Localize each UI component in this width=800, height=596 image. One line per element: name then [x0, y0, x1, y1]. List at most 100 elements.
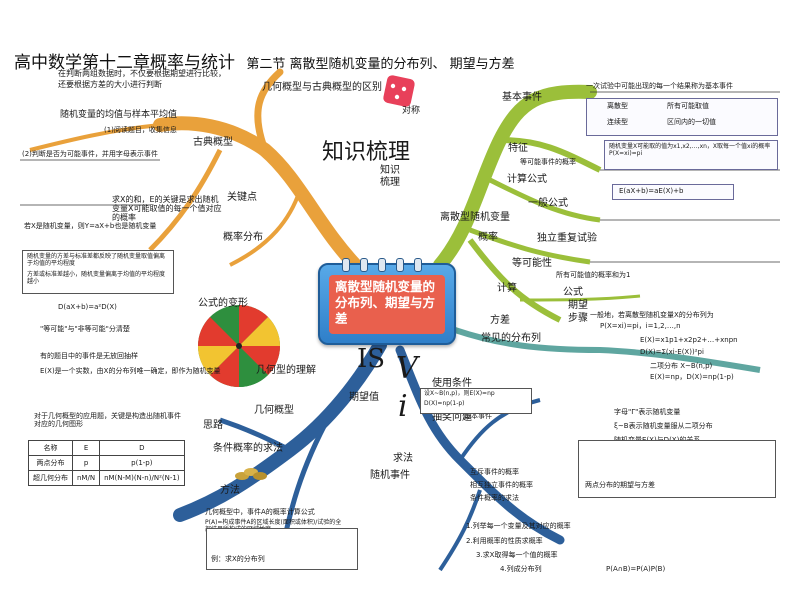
card-ring: [360, 258, 368, 272]
branch-bernoulli: 独立重复试验: [537, 233, 597, 244]
binomial-box-1: 设X~B(n,p)，则E(X)=np: [424, 390, 495, 397]
spinner-wheel-icon: [198, 305, 280, 387]
note-16: 一般地，若离散型随机变量X的分布列为: [590, 311, 714, 319]
big-label-knowledge: 知识梳理: [322, 140, 411, 165]
two-point-box-text: 两点分布的期望与方差: [585, 481, 655, 489]
branch-calculation: 计算: [497, 283, 517, 294]
note-30: 条件概率的求法: [470, 494, 519, 502]
branch-probability: 概率: [478, 232, 498, 243]
binomial-box-2: D(X)=np(1-p): [424, 400, 465, 407]
box-discrete-values: 所有可能取值: [667, 102, 709, 110]
table-cell: 两点分布: [28, 455, 73, 471]
note-31: 几何概型中，事件A的概率计算公式: [205, 508, 315, 516]
card-ring: [342, 258, 350, 272]
branch-variance: 方差: [490, 315, 510, 326]
note-15: 所有可能值的概率和为1: [556, 271, 631, 279]
binomial-box: 设X~B(n,p)，则E(X)=np D(X)=np(1-p): [420, 388, 532, 414]
variance-note-1: 随机变量的方差与标准差都反映了随机变量取值偏离于均值的平均程度: [27, 253, 166, 267]
note-18: E(X)=x1p1+x2p2+…+xnpn: [640, 336, 738, 344]
branch-condition-solution: 条件概率的求法: [213, 443, 283, 454]
table-cell: p: [71, 455, 101, 471]
note-19: D(X)=Σ(xi-E(X))²pi: [640, 348, 704, 356]
branch-transform: 公式的变形: [198, 298, 248, 309]
note-2: 还要根据方差的大小进行判断: [58, 80, 162, 89]
table-cell: nM(N-M)(N-n)/N²(N-1): [99, 470, 185, 486]
branch-equal-possibility: 等可能性: [512, 258, 552, 269]
branch-geometric-understanding: 几何型的理解: [256, 365, 316, 376]
note-29: 相互独立事件的概率: [470, 481, 533, 489]
expect-formula-text: E(aX+b)=aE(X)+b: [619, 187, 684, 195]
note-3: 随机变量的均值与样本平均值: [60, 110, 178, 120]
big-label-v: V: [396, 351, 418, 386]
table-cell: p(1-p): [99, 455, 185, 471]
note-20: 二项分布 X~B(n,p): [650, 362, 713, 370]
branch-classical: 古典概型: [193, 137, 233, 148]
branch-general-formula: 一般公式: [528, 198, 568, 209]
page-title-subtitle: 第二节 离散型随机变量的分布列、 期望与方差: [246, 57, 515, 72]
branch-key-points: 关键点: [227, 192, 257, 203]
note-27: 基本事件: [464, 412, 492, 420]
note-28: 互斥事件的概率: [470, 468, 519, 476]
page-title: 高中数学第十二章概率与统计 第二节 离散型随机变量的分布列、 期望与方差: [14, 48, 515, 73]
table-row: 超几何分布 nM/N nM(N-M)(N-n)/N²(N-1): [28, 470, 185, 486]
branch-discrete-rv: 离散型随机变量: [440, 212, 510, 223]
card-ring: [378, 258, 386, 272]
coins-icon: [235, 468, 267, 480]
note-12: 对于几何概型的应用题，关键是构造出随机事件对应的几何图形: [34, 412, 181, 429]
definition-box: 离散型 所有可能取值 连续型 区间内的一切值: [586, 98, 778, 136]
table-cell: nM/N: [71, 470, 101, 486]
table-header: E: [71, 440, 101, 456]
distribution-table: 名称 E D 两点分布 p p(1-p) 超几何分布 nM/N nM(N-M)(…: [28, 440, 185, 486]
note-21: E(X)=np，D(X)=np(1-p): [650, 373, 734, 381]
note-4: (1)阅读题目，收集信息: [104, 126, 177, 134]
branch-lottery: 抽奖问题: [432, 412, 472, 423]
expect-formula-box: E(aX+b)=aE(X)+b: [612, 184, 734, 200]
branch-formula: 公式: [563, 287, 583, 298]
branch-dice-label: 对称: [402, 106, 421, 116]
note-34: ξ~B表示随机变量服从二项分布: [614, 422, 713, 430]
branch-understanding: 知识 梳理: [380, 165, 400, 188]
example-box-text: 例：求X的分布列: [211, 555, 265, 563]
note-22: 1.列举每一个变量及其对应的概率: [466, 522, 571, 530]
page-title-main: 高中数学第十二章概率与统计: [14, 53, 235, 73]
table-header: 名称: [28, 440, 73, 456]
variance-note-box: 随机变量的方差与标准差都反映了随机变量取值偏离于均值的平均程度 方差或标准差越小…: [22, 250, 174, 294]
branch-case-application: 使用条件: [432, 378, 472, 389]
branch-calc-formula: 计算公式: [507, 174, 547, 185]
note-13: 一次试验中可能出现的每一个结果称为基本事件: [586, 82, 733, 90]
big-label-is: IS: [357, 344, 386, 374]
note-7: 若X是随机变量，则Y=aX+b也是随机变量: [24, 222, 157, 230]
box-discrete: 离散型: [607, 102, 628, 110]
note-11: E(X)是一个实数，由X的分布列唯一确定，即作为随机变量: [40, 367, 221, 375]
note-17: P(X=xi)=pi，i=1,2,…,n: [600, 322, 681, 330]
branch-method: 方法: [220, 485, 240, 496]
note-10: 有的题目中的事件是无放回抽样: [40, 352, 138, 360]
branch-steps: 步骤: [568, 313, 588, 324]
card-ring: [396, 258, 404, 272]
box-continuous: 连续型: [607, 118, 628, 126]
branch-think: 思路: [203, 420, 223, 431]
note-26: P(A∩B)=P(A)P(B): [606, 565, 666, 573]
big-label-i: i: [398, 389, 408, 424]
branch-basic-event: 基本事件: [502, 92, 542, 103]
distribution-box: 随机变量X可能取的值为x1,x2,…,xn，X取每一个值xi的概率P(X=xi)…: [604, 140, 778, 170]
distribution-box-text: 随机变量X可能取的值为x1,x2,…,xn，X取每一个值xi的概率P(X=xi)…: [609, 143, 771, 157]
branch-expect-value: 期望值: [349, 392, 379, 403]
box-continuous-values: 区间内的一切值: [667, 118, 716, 126]
note-14: 等可能事件的概率: [520, 158, 576, 166]
branch-period: 期望: [568, 300, 588, 311]
note-8: D(aX+b)=a²D(X): [58, 303, 117, 311]
variance-note-2: 方差或标准差越小，随机变量偏离于均值的平均程度越小: [27, 271, 166, 285]
example-box: 例：求X的分布列: [206, 528, 358, 570]
note-33: 字母"Γ"表示随机变量: [614, 408, 681, 416]
note-24: 3.求X取得每一个值的概率: [476, 551, 558, 559]
note-6: 求X的和，E的关键是求出随机变量X可能取值的每一个值对应的概率: [112, 195, 222, 223]
dice-icon: [383, 75, 415, 107]
branch-random-key: 随机事件: [370, 470, 410, 481]
branch-probability-dist: 概率分布: [223, 232, 263, 243]
branch-common-distribution: 常见的分布列: [481, 333, 541, 344]
note-9: "等可能"与"非等可能"分清楚: [40, 325, 130, 333]
branch-classical-basic: 几何概型与古典概型的区别: [262, 82, 382, 93]
branch-geometric: 几何概型: [254, 405, 294, 416]
